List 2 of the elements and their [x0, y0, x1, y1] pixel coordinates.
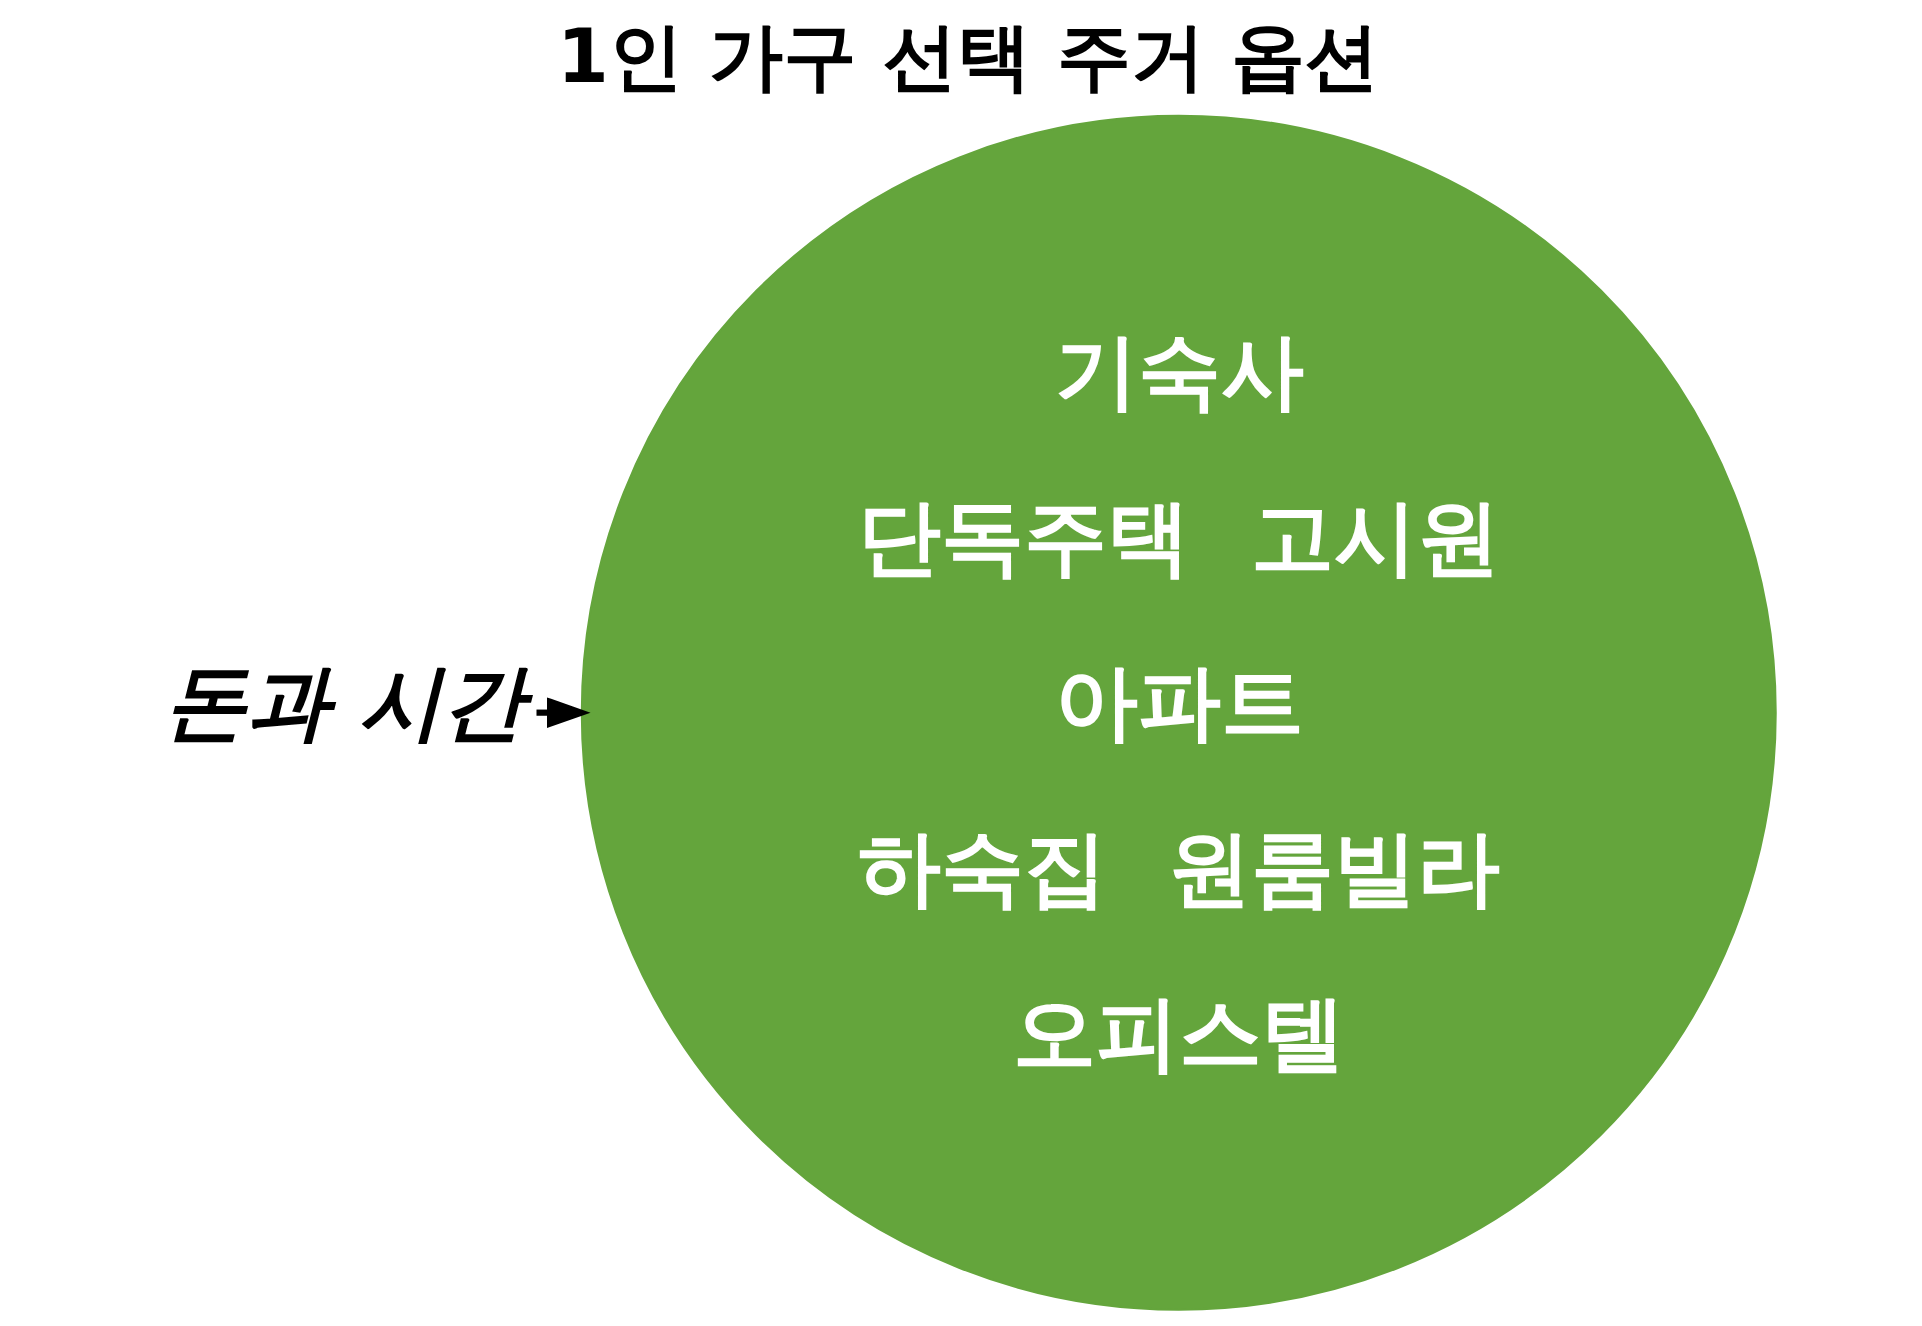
diagram-title: 1인 가구 선택 주거 옵션: [556, 13, 1379, 101]
node-circle: 기숙사 단독주택 고시원 아파트 하숙집 원룸빌라 오피스텔: [580, 114, 1777, 1311]
